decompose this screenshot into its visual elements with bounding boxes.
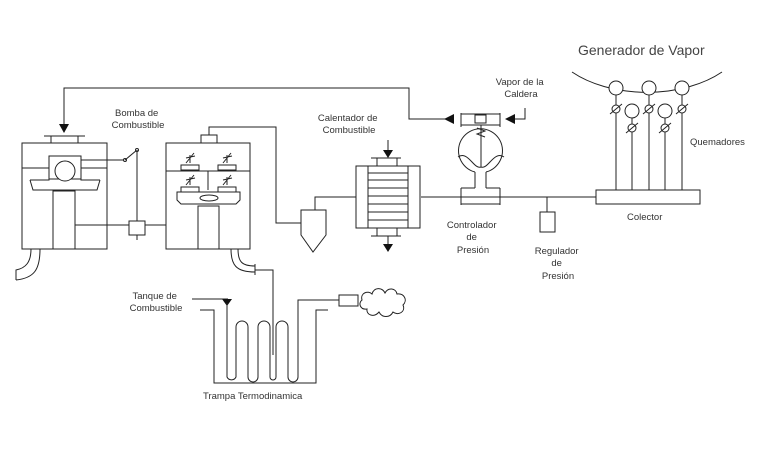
trap-label: Trampa Termodinamica	[203, 391, 303, 402]
heater-label: Calentador de Combustible	[318, 113, 380, 136]
pump-label: Bomba de Combustible	[112, 108, 165, 131]
collector	[595, 189, 701, 205]
controller-label: Controlador de Presión	[447, 220, 499, 256]
coupling	[128, 220, 146, 236]
burner-icon	[641, 80, 657, 96]
return-line	[63, 87, 452, 127]
burners	[608, 80, 690, 190]
pressure-regulator	[539, 211, 556, 233]
regulator-label: Regulador de Presión	[535, 246, 581, 282]
arrow-icon	[383, 244, 393, 252]
pressure-controller	[457, 113, 505, 205]
fuel-heater	[355, 140, 421, 252]
steam-label: Vapor de la Caldera	[496, 77, 547, 100]
arrow-icon	[444, 114, 454, 124]
arrow-icon	[59, 124, 69, 133]
steam-arrow-icon	[505, 114, 515, 124]
collector-label: Colector	[627, 212, 662, 223]
fuel-pump-left	[15, 135, 166, 281]
tank-label: Tanque de Combustible	[130, 291, 183, 314]
steam-generator-title: Generador de Vapor	[578, 42, 705, 58]
arrow-icon	[383, 150, 393, 158]
fuel-tank	[192, 294, 359, 384]
exhaust-cloud-icon	[359, 288, 406, 317]
burners-label: Quemadores	[690, 137, 745, 148]
fuel-filter	[208, 126, 356, 253]
burner-valves	[609, 103, 689, 134]
burner-icon	[674, 80, 690, 96]
level-marker-icon	[222, 299, 232, 306]
burner-icon	[608, 80, 624, 96]
burner-icon	[657, 103, 673, 119]
fuel-pump-right	[165, 134, 274, 355]
burner-icon	[624, 103, 640, 119]
